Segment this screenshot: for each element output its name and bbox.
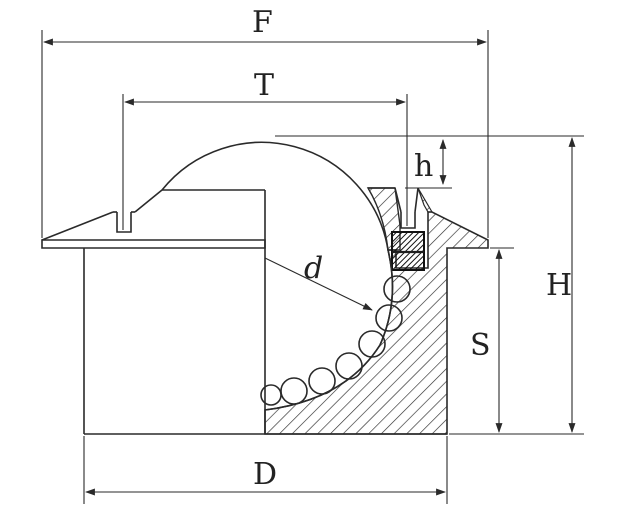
- cap-right-hatch: [417, 187, 434, 213]
- dim-label-T: T: [254, 68, 274, 103]
- main-ball: [161, 141, 389, 251]
- dim-label-S: S: [470, 328, 491, 363]
- support-balls: [260, 275, 411, 406]
- dim-label-F: F: [252, 5, 273, 40]
- housing-outline-left: [41, 189, 447, 435]
- dim-label-D: D: [253, 457, 277, 492]
- dim-label-h: h: [414, 149, 433, 184]
- extension-lines: [41, 30, 584, 504]
- dim-label-H: H: [546, 268, 572, 303]
- right-notch: [400, 212, 416, 229]
- dim-label-d: d: [304, 251, 323, 286]
- dimension-lines: [43, 38, 576, 496]
